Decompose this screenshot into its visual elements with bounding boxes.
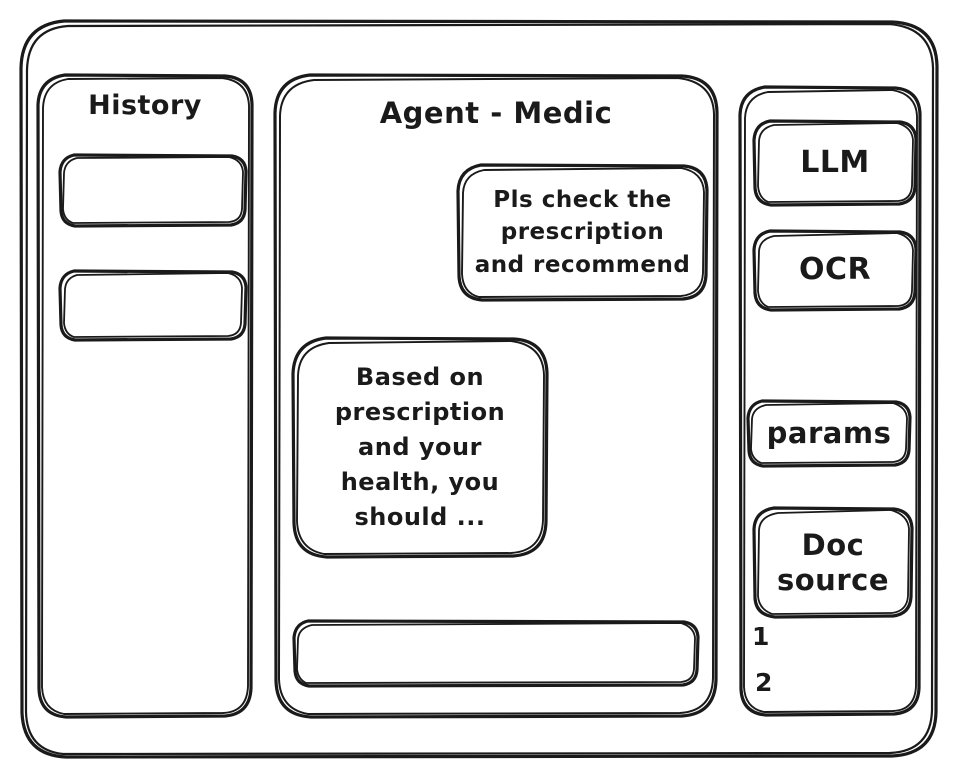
conversation-panel-title: Agent - Medic — [379, 96, 613, 130]
agent-message-text: Based on prescription and your health, y… — [334, 362, 506, 532]
tool-button-doc-source-label: Doc source — [777, 528, 889, 597]
history-item[interactable] — [58, 152, 248, 228]
tool-button-params-label: params — [766, 415, 892, 450]
agent-message-bubble: Based on prescription and your health, y… — [290, 335, 550, 560]
user-message-text: Pls check the prescription and recommend — [474, 186, 691, 278]
tool-button-llm-label: LLM — [800, 145, 870, 181]
tool-button-params[interactable]: params — [746, 398, 912, 468]
composer-input-frame-sketch — [292, 619, 700, 688]
history-item[interactable] — [58, 268, 248, 342]
tool-button-doc-source[interactable]: Doc source — [752, 505, 914, 620]
tool-button-llm[interactable]: LLM — [752, 118, 918, 208]
composer-input[interactable] — [292, 618, 700, 688]
history-panel-title: History — [88, 90, 202, 121]
doc-source-list-item[interactable]: 2 — [755, 668, 773, 697]
user-message-bubble: Pls check the prescription and recommend — [455, 162, 710, 303]
history-item-frame-sketch — [58, 269, 248, 342]
history-item-frame-sketch — [58, 153, 248, 228]
tool-button-ocr-label: OCR — [798, 252, 872, 288]
tool-button-ocr[interactable]: OCR — [752, 228, 918, 312]
doc-source-list-item[interactable]: 1 — [752, 622, 770, 651]
